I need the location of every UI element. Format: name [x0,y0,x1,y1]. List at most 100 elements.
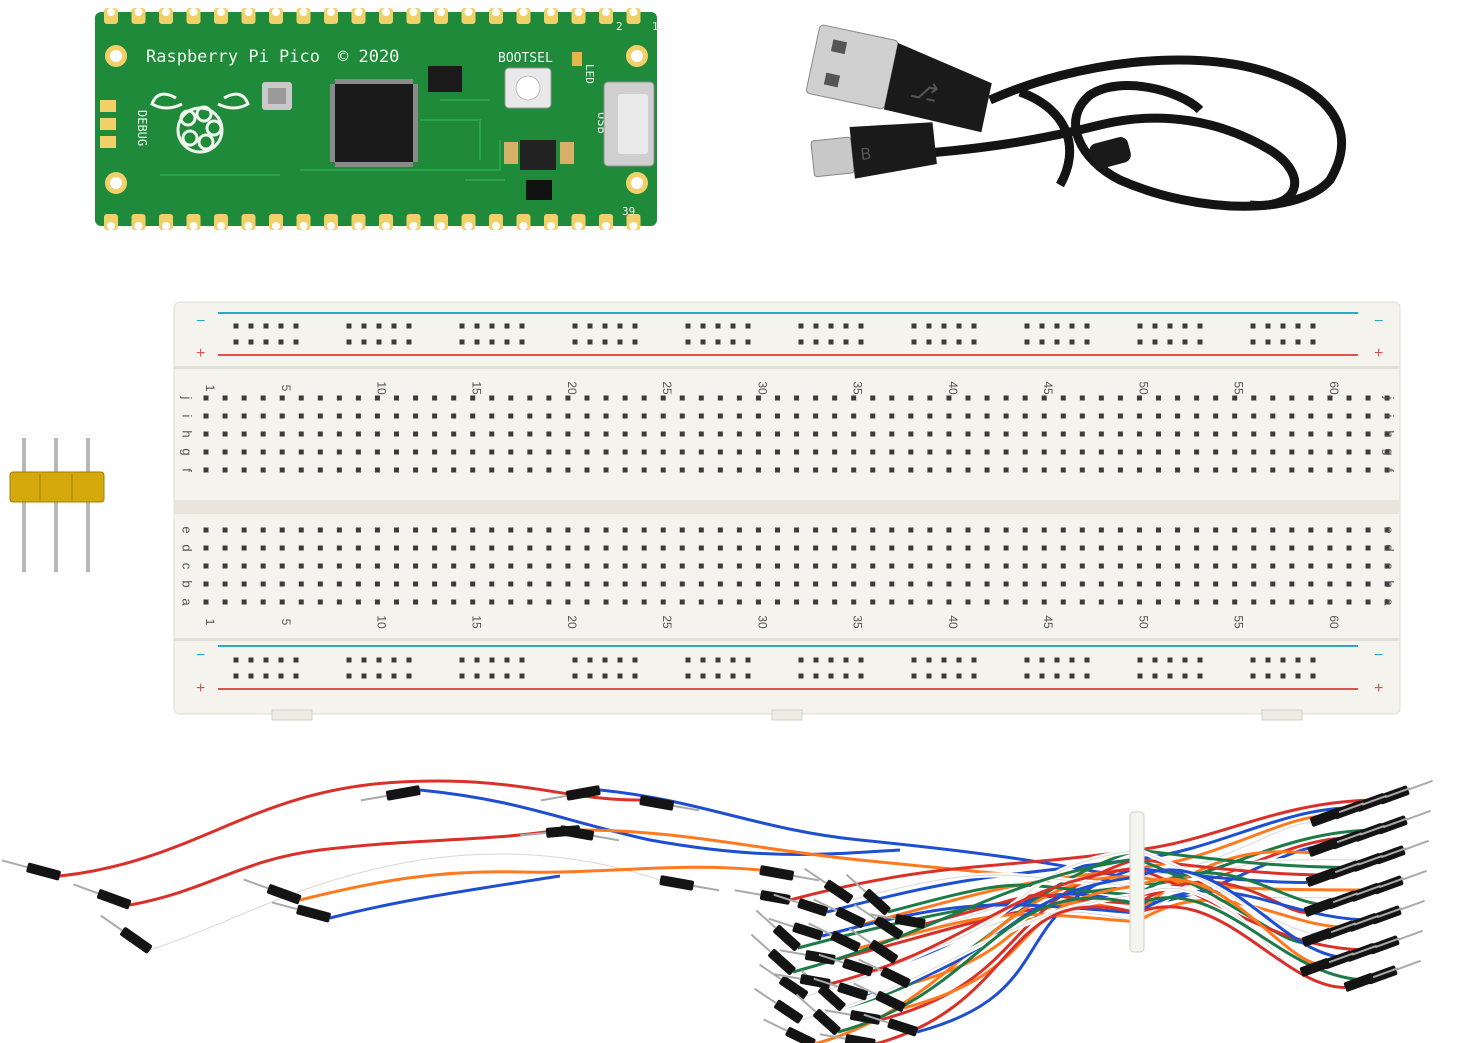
rail-hole [346,339,352,345]
breadboard-hole [489,395,495,401]
breadboard-hole [1098,467,1104,473]
breadboard-hole [1194,431,1200,437]
rail-hole [745,657,751,663]
breadboard-hole [870,563,876,569]
column-number: 1 [203,385,217,392]
breadboard-hole [1365,395,1371,401]
breadboard-hole [470,449,476,455]
rail-hole [391,673,397,679]
breadboard-hole [1213,395,1219,401]
breadboard-hole [241,581,247,587]
breadboard-hole [1346,467,1352,473]
rail-hole [459,657,465,663]
breadboard-hole [298,563,304,569]
breadboard-hole [1175,527,1181,533]
rail-hole [489,323,495,329]
breadboard-hole [584,413,590,419]
breadboard-hole [851,467,857,473]
breadboard-hole [470,563,476,569]
breadboard-hole [717,395,723,401]
breadboard-hole [394,545,399,551]
column-number: 10 [374,381,388,395]
breadboard-hole [336,563,342,569]
breadboard-hole [1041,527,1047,533]
breadboard-hole [279,599,285,605]
wire-pin [1401,869,1427,881]
rail-hole [474,323,480,329]
wire-pin [540,794,567,802]
rail-hole [956,673,962,679]
rail-hole [685,673,691,679]
breadboard-hole [736,395,742,401]
debug-pad [100,118,116,130]
rail-hole [1039,673,1045,679]
breadboard-hole [394,413,399,419]
breadboard-hole [1327,599,1333,605]
breadboard-hole [641,581,647,587]
rail-hole [391,339,397,345]
row-letter: j [180,396,195,400]
breadboard-hole [489,449,495,455]
breadboard-hole [1156,527,1161,533]
breadboard-hole [946,545,952,551]
rail-hole [278,339,284,345]
rail-hole [956,657,962,663]
breadboard-hole [1156,431,1161,437]
breadboard-hole [1003,599,1009,605]
breadboard-hole [1041,599,1047,605]
pico-brand-text: Raspberry Pi Pico [146,47,320,67]
rail-hole [1250,657,1256,663]
breadboard-hole [1232,467,1238,473]
breadboard-hole [698,599,704,605]
pcb-traces [160,99,505,181]
breadboard-hole [736,527,742,533]
breadboard-hole [546,449,552,455]
breadboard-hole [336,413,342,419]
breadboard-hole [927,545,933,551]
breadboard-hole [908,527,914,533]
debug-pad [100,136,116,148]
breadboard-hole [432,449,438,455]
breadboard-hole [1098,581,1104,587]
breadboard-hole [1041,413,1047,419]
breadboard-hole [908,545,914,551]
breadboard-hole [203,467,209,473]
breadboard-hole [1365,563,1371,569]
breadboard-hole [565,467,571,473]
breadboard-hole [1098,599,1104,605]
wire-pin [1395,959,1421,971]
breadboard-hole [508,395,514,401]
breadboard-hole [965,545,971,551]
breadboard-hole [1098,413,1104,419]
breadboard-hole [1251,527,1257,533]
rail-hole [1152,673,1158,679]
rail-hole [858,323,864,329]
rail-hole [1024,339,1030,345]
breadboard-hole [1346,431,1352,437]
breadboard-hole [1384,395,1390,401]
breadboard-hole [775,467,780,473]
rail-hole [1137,339,1143,345]
breadboard-hole [1117,527,1123,533]
breadboard-hole [527,599,533,605]
row-letter: e [180,526,195,533]
rail-hole [1084,339,1090,345]
wire-pin [755,909,777,929]
wire-pin [1382,817,1408,829]
rail-hole [1054,673,1060,679]
breadboard-hole [717,449,723,455]
rail-hole [519,323,525,329]
breadboard-hole [413,581,419,587]
breadboard-hole [1136,431,1142,437]
rail-hole [263,339,269,345]
breadboard-hole [222,545,228,551]
breadboard-hole [451,467,457,473]
wire-connector [844,1034,876,1043]
breadboard-hole [622,395,628,401]
breadboard-hole [908,599,914,605]
breadboard-hole [1232,413,1238,419]
breadboard-hole [298,449,304,455]
breadboard-hole [908,413,914,419]
breadboard-hole [317,413,323,419]
